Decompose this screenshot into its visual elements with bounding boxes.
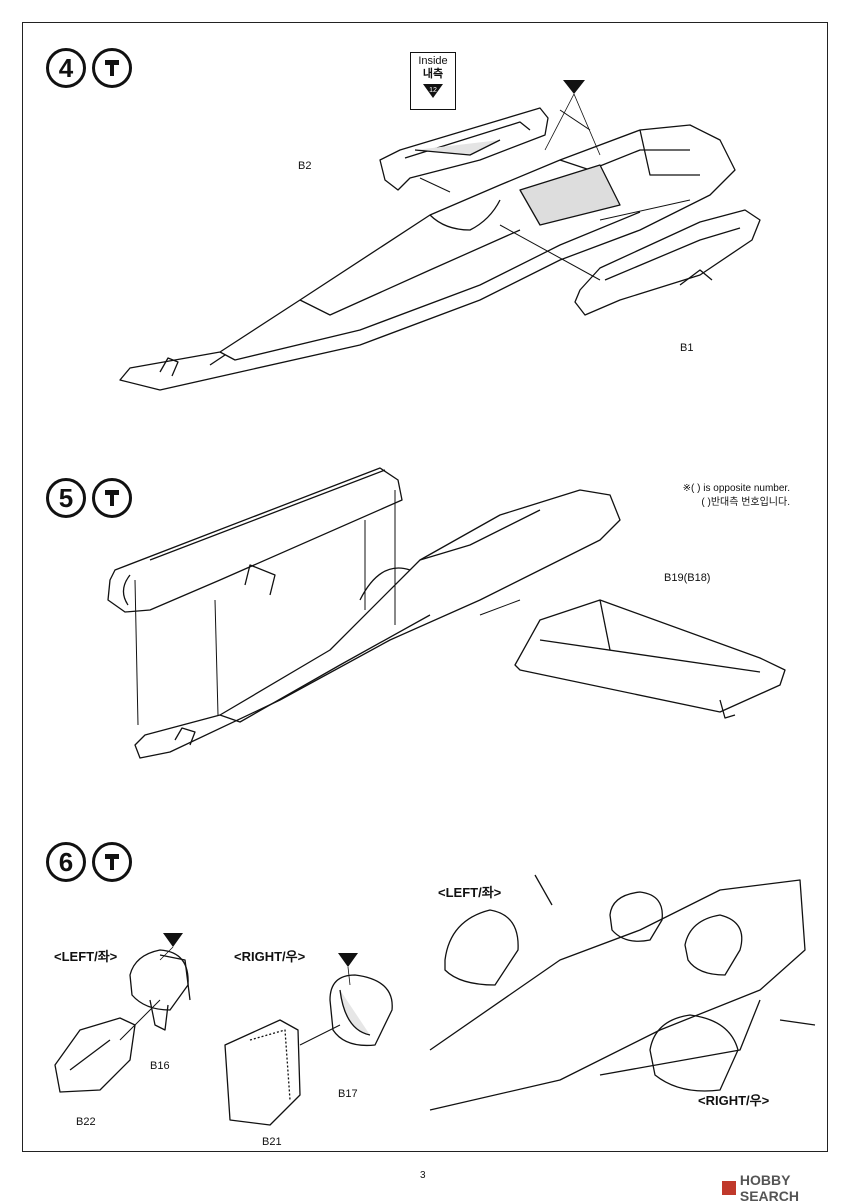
step6-detail-drawing (429, 874, 816, 1111)
step-number: 5 (46, 478, 86, 518)
page-frame (22, 22, 828, 1152)
glue-icon (92, 478, 132, 518)
part-label-b16: B16 (150, 1060, 170, 1072)
step6-left-panel-drawing (54, 1017, 136, 1093)
paint-callout-triangle-step6-right (338, 953, 358, 967)
glue-icon (92, 48, 132, 88)
inside-note-box: Inside 내측 12 (410, 52, 456, 110)
left-side-label: <LEFT/좌> (54, 949, 118, 964)
inside-paint-code: 12 (429, 87, 437, 94)
step-number: 6 (46, 842, 86, 882)
detail-right-label: <RIGHT/우> (698, 1093, 770, 1108)
step-6-badge: 6 (46, 842, 132, 882)
inside-korean: 내측 (422, 68, 444, 80)
note-line-english: ※( ) is opposite number. (682, 483, 790, 494)
step6-left-intake-drawing (129, 949, 191, 1031)
step6-arrows (119, 999, 341, 1046)
right-side-label: <RIGHT/우> (234, 949, 306, 964)
part-label-b21: B21 (262, 1136, 282, 1148)
opposite-number-note: ※( ) is opposite number. ( )반대측 번호입니다. (600, 482, 790, 510)
page-number: 3 (420, 1170, 426, 1181)
step-number: 4 (46, 48, 86, 88)
part-label-b22: B22 (76, 1116, 96, 1128)
paint-code-triangle: 12 (423, 84, 443, 98)
part-label-b19: B19(B18) (664, 572, 711, 584)
detail-left-label: <LEFT/좌> (438, 885, 502, 900)
paint-callout-triangle-step6-left (163, 933, 183, 947)
step-4-badge: 4 (46, 48, 132, 88)
part-label-b17: B17 (338, 1088, 358, 1100)
watermark: HOBBY SEARCH (722, 1172, 852, 1204)
step6-paint-code: 11 (168, 926, 176, 933)
step4-arrows (419, 109, 691, 281)
step5-fuselage-drawing (134, 489, 621, 759)
step5-wing-b19-drawing (514, 599, 786, 719)
step4-part-b2-drawing (379, 107, 549, 191)
inside-title: Inside (418, 55, 448, 67)
watermark-logo (722, 1181, 736, 1195)
step5-arrows (134, 490, 521, 726)
step4-part-b1-drawing (574, 209, 761, 316)
note-line-korean: ( )반대측 번호입니다. (701, 497, 790, 508)
part-label-b1: B1 (680, 342, 694, 354)
paint-callout-triangle-step4 (563, 80, 585, 94)
watermark-text: HOBBY SEARCH (739, 1172, 799, 1204)
step-5-badge: 5 (46, 478, 132, 518)
step4-paint-code: 12 (568, 72, 576, 79)
glue-icon (92, 842, 132, 882)
part-label-b2: B2 (298, 160, 312, 172)
step5-canopy-part-drawing (107, 467, 403, 613)
step6-right-intake-drawing (329, 974, 393, 1047)
step4-fuselage-drawing (119, 124, 736, 391)
step6-right-panel-drawing (224, 1019, 301, 1126)
